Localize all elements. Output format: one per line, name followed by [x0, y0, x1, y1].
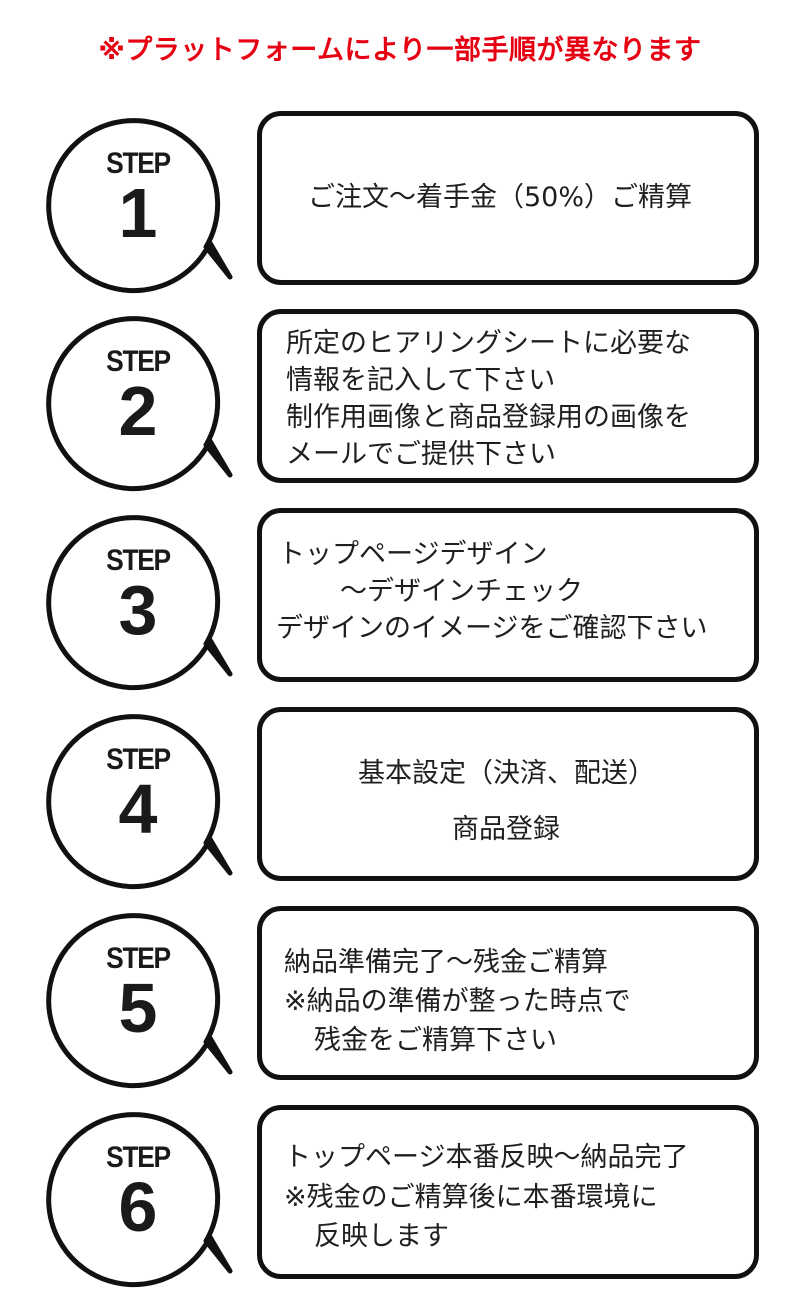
- step-number: 4: [118, 770, 158, 848]
- step-text-line: ※残金のご精算後に本番環境に: [284, 1182, 658, 1213]
- platform-notice: ※プラットフォームにより一部手順が異なります: [98, 35, 702, 66]
- speech-bubble-icon: [46, 1112, 233, 1288]
- step-label: STEP: [106, 743, 171, 776]
- step-number: 3: [118, 571, 158, 649]
- step-label: STEP: [106, 544, 171, 577]
- step-text-line: 納品準備完了〜残金ご精算: [284, 947, 608, 978]
- step-description-box: 納品準備完了〜残金ご精算 ※納品の準備が整った時点で 残金をご精算下さい: [257, 906, 759, 1080]
- speech-bubble-icon: [46, 714, 233, 890]
- step-text-line: トップページ本番反映〜納品完了: [284, 1142, 689, 1173]
- step-text-line: デザインのイメージをご確認下さい: [276, 613, 708, 644]
- step-text-line: 〜デザインチェック: [340, 576, 583, 607]
- step-text-line: 残金をご精算下さい: [314, 1025, 557, 1056]
- step-text-line: ※納品の準備が整った時点で: [284, 986, 631, 1017]
- step-description-box: トップページ本番反映〜納品完了 ※残金のご精算後に本番環境に 反映します: [257, 1105, 759, 1279]
- speech-bubble-icon: [46, 316, 233, 492]
- speech-bubble-icon: [46, 913, 233, 1089]
- step-4: STEP 4 基本設定（決済、配送） 商品登録: [0, 701, 800, 901]
- step-description-box: 基本設定（決済、配送） 商品登録: [257, 707, 759, 881]
- step-text-line: メールでご提供下さい: [286, 439, 556, 470]
- step-text-line: ご注文〜着手金（50%）ご精算: [308, 182, 693, 213]
- step-text-line: トップページデザイン: [278, 539, 548, 570]
- step-2: STEP 2 所定のヒアリングシートに必要な 情報を記入して下さい 制作用画像と…: [0, 303, 800, 503]
- step-5: STEP 5 納品準備完了〜残金ご精算 ※納品の準備が整った時点で 残金をご精算…: [0, 900, 800, 1100]
- step-number: 1: [118, 174, 158, 252]
- speech-bubble-icon: [46, 515, 233, 691]
- step-number: 5: [118, 969, 158, 1047]
- step-label: STEP: [106, 1141, 171, 1174]
- step-1: STEP 1 ご注文〜着手金（50%）ご精算: [0, 105, 800, 305]
- step-label: STEP: [106, 942, 171, 975]
- step-6: STEP 6 トップページ本番反映〜納品完了 ※残金のご精算後に本番環境に 反映…: [0, 1099, 800, 1299]
- step-number: 6: [118, 1168, 158, 1246]
- step-number: 2: [118, 372, 158, 450]
- step-label: STEP: [106, 345, 171, 378]
- step-description-box: 所定のヒアリングシートに必要な 情報を記入して下さい 制作用画像と商品登録用の画…: [257, 309, 759, 483]
- step-3: STEP 3 トップページデザイン 〜デザインチェック デザインのイメージをご確…: [0, 502, 800, 702]
- step-text-line: 情報を記入して下さい: [286, 365, 556, 396]
- step-text-line: 反映します: [314, 1221, 449, 1252]
- step-text-line: 制作用画像と商品登録用の画像を: [286, 402, 691, 433]
- step-description-box: トップページデザイン 〜デザインチェック デザインのイメージをご確認下さい: [257, 508, 759, 682]
- step-description-box: ご注文〜着手金（50%）ご精算: [257, 111, 759, 285]
- step-text-line: 基本設定（決済、配送）: [358, 758, 655, 789]
- step-text-line: 所定のヒアリングシートに必要な: [286, 328, 691, 359]
- speech-bubble-icon: [46, 118, 233, 294]
- step-text-line: 商品登録: [452, 814, 560, 845]
- step-label: STEP: [106, 147, 171, 180]
